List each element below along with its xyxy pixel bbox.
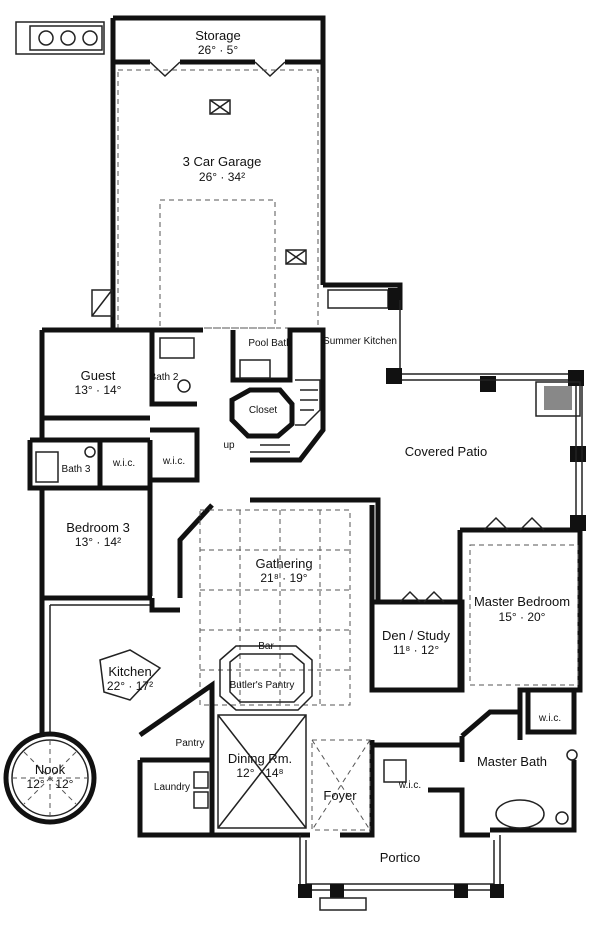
garage-label: 3 Car Garage [183, 154, 262, 169]
laundry-label: Laundry [154, 782, 190, 793]
master-bedroom-dims: 15° · 20° [499, 610, 546, 624]
bath3-label: Bath 3 [62, 464, 91, 475]
bedroom3-dims: 13° · 14² [75, 535, 121, 549]
storage-label: Storage [195, 28, 241, 43]
stairs-up-label: up [223, 440, 235, 451]
gathering-label: Gathering [255, 556, 312, 571]
center-core-walls [229, 327, 326, 463]
pool-equipment [15, 21, 105, 55]
dining-dims: 12° · 14⁸ [236, 766, 283, 780]
gathering-dims: 21⁸ · 19° [260, 571, 307, 585]
portico [298, 835, 504, 911]
master-bath-label: Master Bath [477, 754, 547, 769]
wic-bath3-label: w.i.c. [112, 458, 135, 469]
storage-dims: 26° · 5° [198, 43, 238, 57]
guest-label: Guest [81, 368, 116, 383]
den-label: Den / Study [382, 628, 450, 643]
master-suite-walls [408, 516, 583, 833]
den-walls [369, 505, 465, 693]
butlers-pantry-label: Butler's Pantry [230, 680, 295, 691]
wic-master-label: w.i.c. [538, 713, 561, 724]
dining-label: Dining Rm. [228, 751, 292, 766]
summer-kitchen-label: Summer Kitchen [323, 336, 397, 347]
portico-label: Portico [380, 850, 420, 865]
entry-walls [209, 705, 490, 838]
den-dims: 11⁸ · 12° [393, 643, 440, 657]
pool-bath-label: Pool Bath [248, 338, 291, 349]
bath2-label: Bath 2 [150, 372, 179, 383]
closet-label: Closet [249, 405, 278, 416]
nook-dims: 12° · 12° [27, 777, 74, 791]
kitchen-dims: 22° · 17² [107, 679, 153, 693]
foyer-label: Foyer [323, 788, 357, 803]
kitchen-walls [3, 598, 215, 838]
wic-master-bath-label: w.i.c. [398, 780, 421, 791]
pantry-label: Pantry [176, 738, 205, 749]
garage-dims: 26° · 34² [199, 170, 245, 184]
left-wing-walls [27, 327, 203, 601]
gathering-walls [177, 497, 381, 711]
bedroom3-label: Bedroom 3 [66, 520, 130, 535]
wic-guest-label: w.i.c. [162, 456, 185, 467]
kitchen-label: Kitchen [108, 664, 151, 679]
covered-patio-label: Covered Patio [405, 444, 487, 459]
guest-dims: 13° · 14° [75, 383, 122, 397]
room-labels: Storage 26° · 5° 3 Car Garage 26° · 34² … [27, 28, 571, 865]
patio-walls [323, 282, 586, 531]
nook-label: Nook [35, 762, 66, 777]
master-bedroom-label: Master Bedroom [474, 594, 570, 609]
bar-label: Bar [258, 641, 274, 652]
